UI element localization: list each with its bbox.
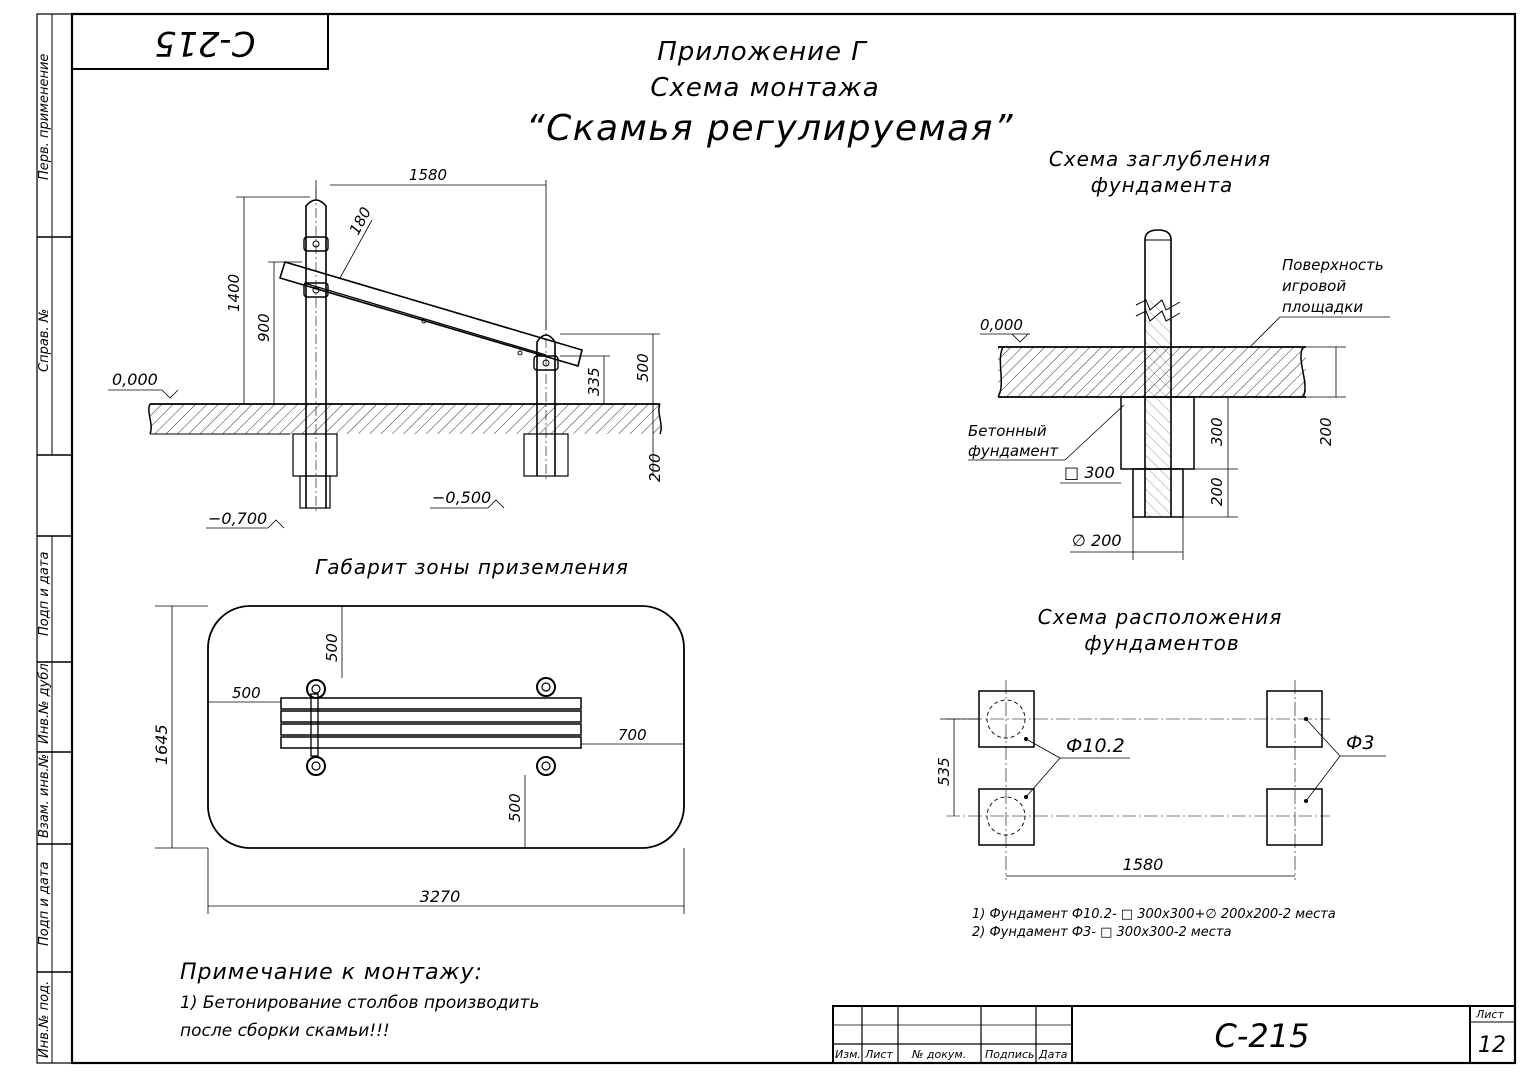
title-block: Изм. Лист № докум. Подпись Дата С-215 Ли… [832, 1005, 1516, 1064]
foundation-f3-top [1266, 690, 1323, 748]
label-f102: Ф10.2 [1066, 735, 1125, 757]
side-labels: Перв. применение Справ. № Подп и дата Ин… [37, 54, 52, 1058]
dim-500-mount: 500 [634, 353, 652, 382]
tb-list: Лист [864, 1048, 893, 1061]
label-podp-data-1: Подп и дата [37, 552, 52, 636]
foundation-f102-bottom [978, 788, 1035, 846]
dim-300-depth: 300 [1208, 417, 1226, 446]
depth-title-2: фундамента [1091, 173, 1233, 197]
bench-top-view [280, 677, 582, 776]
depth-title-1: Схема заглубления [1049, 147, 1271, 171]
level-m500: −0,500 [432, 488, 491, 507]
notes-heading: Примечание к монтажу: [180, 960, 483, 985]
post-tall [303, 190, 329, 512]
depth-scheme: Схема заглубления фундамента Поверхность… [968, 147, 1390, 560]
tb-podpis: Подпись [985, 1048, 1034, 1061]
dim-200-lower: 200 [1208, 477, 1226, 506]
code-stamp-text: С-215 [155, 23, 256, 63]
layout-note-1: 1) Фундамент Ф10.2- □ 300х300+∅ 200х200-… [972, 907, 1336, 922]
concrete-label-1: Бетонный [968, 422, 1047, 440]
tb-izm: Изм. [835, 1048, 861, 1061]
dim-1645: 1645 [152, 724, 171, 765]
dim-335: 335 [585, 367, 603, 396]
notes-line2: после сборки скамьи!!! [180, 1021, 390, 1041]
label-sprav-no: Справ. № [37, 309, 52, 372]
tb-no-dokum: № докум. [911, 1048, 966, 1061]
installation-notes: Примечание к монтажу: 1) Бетонирование с… [180, 960, 539, 1041]
surface-label-1: Поверхность [1282, 256, 1384, 274]
surface-label-3: площадки [1282, 298, 1363, 316]
code-stamp: С-215 [71, 13, 329, 70]
label-perv-primenenie: Перв. применение [37, 54, 52, 180]
dim-1400: 1400 [225, 274, 243, 312]
foundation-f3-bottom [1266, 788, 1323, 846]
dim-180: 180 [346, 204, 375, 238]
ground-section [148, 403, 662, 435]
dim-500-top: 500 [323, 633, 341, 662]
sheet-frame [36, 12, 1517, 1065]
post-short [533, 320, 559, 480]
title-line2: Схема монтажа [650, 73, 879, 103]
layout-note-2: 2) Фундамент Ф3- □ 300х300-2 места [972, 925, 1231, 940]
mount-dimensions: 1580 180 1400 900 500 335 200 0,000 −0,5… [108, 166, 664, 529]
concrete-label-2: фундамент [968, 442, 1059, 460]
title-line1: Приложение Г [657, 37, 868, 67]
level-m700: −0,700 [208, 509, 267, 528]
dim-700: 700 [618, 726, 647, 744]
dim-500-bottom: 500 [506, 793, 524, 822]
layout-title-1: Схема расположения [1038, 605, 1283, 629]
dia-200: ∅ 200 [1072, 531, 1122, 550]
dim-1580-mount: 1580 [409, 166, 447, 184]
landing-zone: Габарит зоны приземления 500 500 700 500 [152, 555, 685, 914]
title-group: Приложение Г Схема монтажа “Скамья регул… [526, 37, 1014, 149]
landing-dimensions: 500 500 700 500 1645 3270 [152, 605, 685, 914]
tb-data: Дата [1038, 1048, 1068, 1061]
title-line3: “Скамья регулируемая” [526, 108, 1014, 149]
layout-scheme: Схема расположения фундаментов Ф10.2 Ф3 … [935, 605, 1386, 940]
label-podp-data-2: Подп и дата [37, 862, 52, 946]
label-inv-pod: Инв.№ под. [37, 981, 52, 1058]
level-0-depth: 0,000 [980, 316, 1023, 334]
dim-500-left: 500 [232, 684, 261, 702]
square-300: □ 300 [1064, 463, 1115, 482]
label-f3: Ф3 [1346, 732, 1374, 754]
landing-zone-outline [207, 605, 685, 849]
mount-view: 1580 180 1400 900 500 335 200 0,000 −0,5… [108, 166, 664, 529]
layout-title-2: фундаментов [1084, 631, 1239, 655]
notes-line1: 1) Бетонирование столбов производить [180, 993, 539, 1013]
dim-200-mount: 200 [646, 453, 664, 482]
bench-seat [278, 261, 583, 368]
tb-sheet-label: Лист [1475, 1008, 1504, 1021]
dim-535: 535 [935, 757, 953, 786]
dim-1580-layout: 1580 [1123, 855, 1164, 874]
tb-code: С-215 [1215, 1017, 1310, 1055]
dim-3270: 3270 [420, 887, 461, 906]
foundation-left [292, 433, 338, 509]
landing-zone-title: Габарит зоны приземления [315, 555, 629, 579]
surface-label-2: игровой [1282, 277, 1346, 295]
level-0-mount: 0,000 [112, 370, 158, 389]
label-inv-dubl: Инв.№ дубл. [37, 659, 52, 744]
dim-200-right: 200 [1317, 417, 1335, 446]
dim-900: 900 [255, 313, 273, 342]
tb-sheet-no: 12 [1478, 1033, 1506, 1058]
label-vzam-inv: Взам. инв.№ [37, 754, 52, 838]
